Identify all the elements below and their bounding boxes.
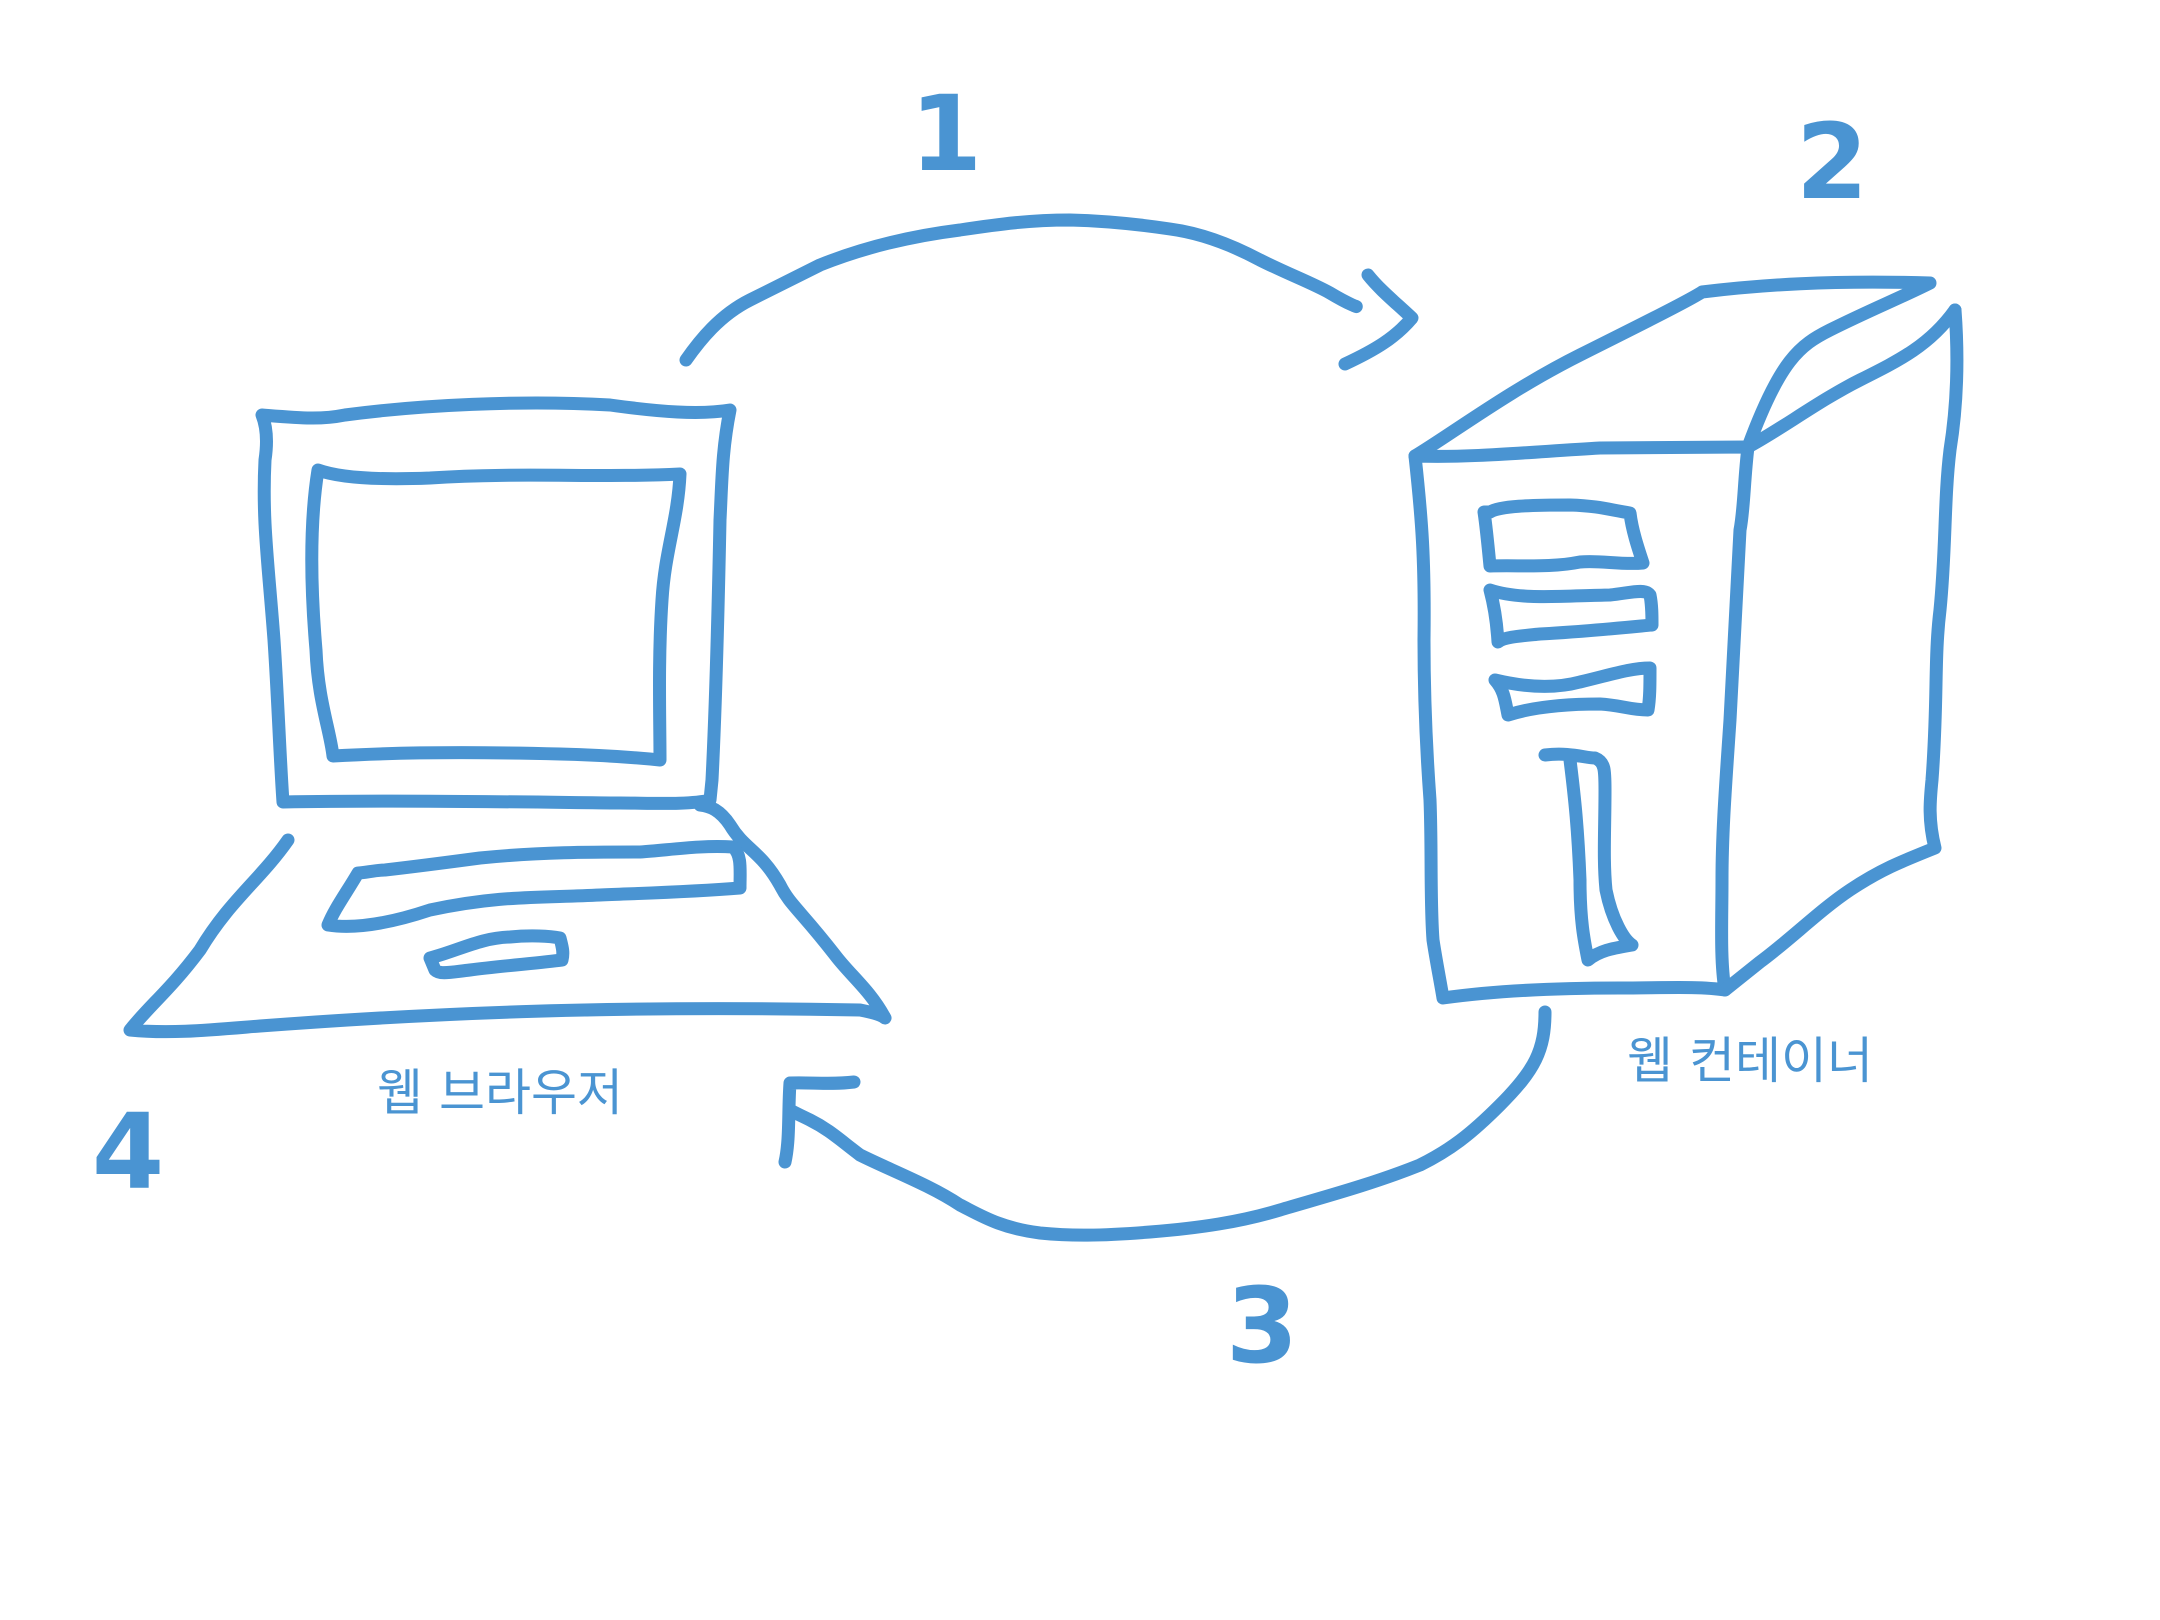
request-arrow: [679, 213, 1419, 371]
step-3-label: 3: [1226, 1265, 1298, 1387]
step-2-label: 2: [1796, 101, 1868, 223]
laptop-icon: [123, 396, 892, 1039]
step-1-label: 1: [910, 73, 982, 195]
server-tower-icon: [1408, 275, 1964, 1005]
web-browser-label: 웹 브라우저: [377, 1064, 623, 1122]
response-arrow: [778, 1005, 1552, 1242]
step-4-label: 4: [92, 1091, 164, 1213]
web-container-label: 웹 컨테이너: [1627, 1032, 1873, 1090]
